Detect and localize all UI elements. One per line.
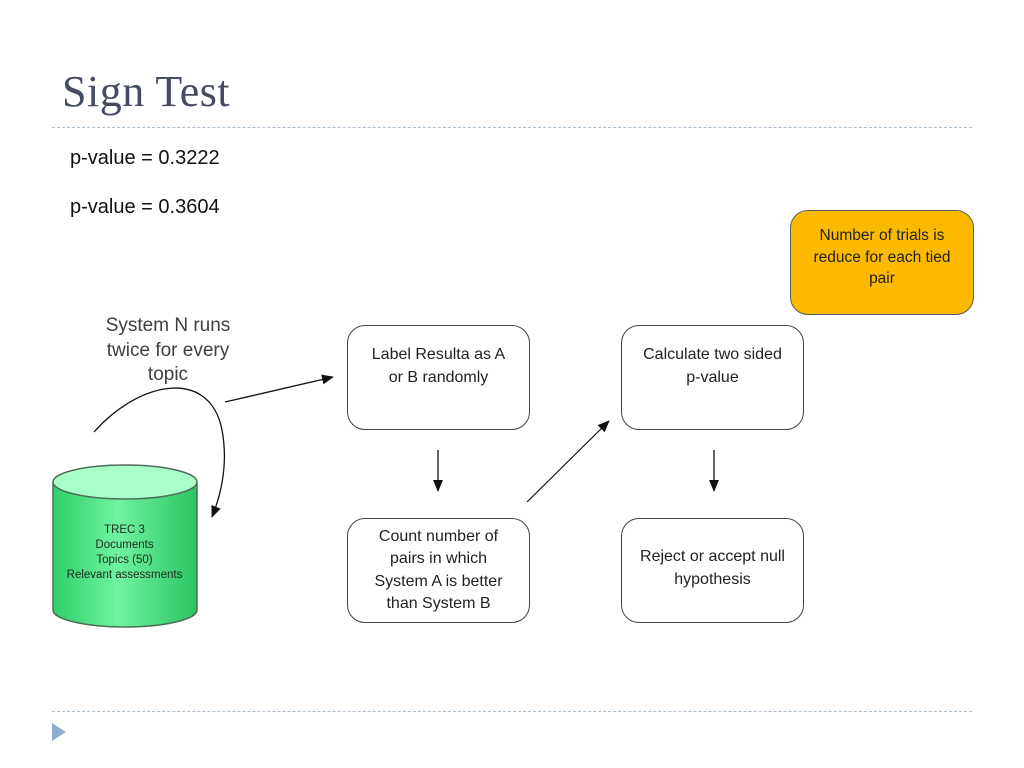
title-divider — [52, 127, 972, 128]
database-line: Documents — [95, 538, 154, 551]
database-line: TREC 3 — [104, 524, 145, 536]
database-cylinder — [52, 464, 198, 628]
count-pairs-box: Count number of pairs in which System A … — [347, 518, 530, 623]
label-results-box: Label Resulta as A or B randomly — [347, 325, 530, 430]
runs-label: System N runs twice for every topic — [105, 315, 231, 386]
tied-pair-note: Number of trials is reduce for each tied… — [790, 210, 974, 315]
slide-title: Sign Test — [62, 67, 231, 116]
calculate-p-value-box: Calculate two sided p-value — [621, 325, 804, 430]
arrow-to-label-box — [224, 374, 334, 403]
footer-divider — [52, 711, 972, 712]
arrow-to-calc-box — [526, 420, 610, 503]
curved-arrow — [93, 387, 226, 518]
p-value-second: p-value = 0.3604 — [70, 196, 220, 218]
database-line: Topics (50) — [96, 553, 153, 566]
database-line: Relevant assessments — [66, 568, 183, 581]
database-label: TREC 3 Documents Topics (50) Relevant as… — [52, 523, 197, 583]
reject-accept-box: Reject or accept null hypothesis — [621, 518, 804, 623]
play-triangle-icon — [52, 723, 66, 741]
p-value-first: p-value = 0.3222 — [70, 147, 220, 169]
